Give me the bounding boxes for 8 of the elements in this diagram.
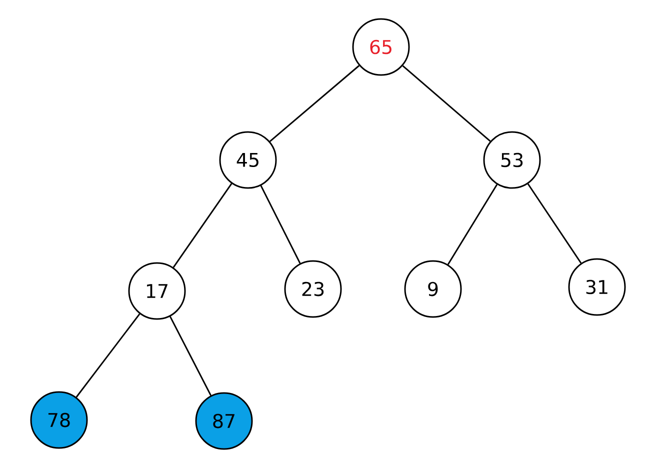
tree-edge: [269, 65, 360, 142]
tree-edge: [447, 184, 498, 265]
tree-edge: [76, 313, 140, 398]
tree-edge: [402, 65, 491, 142]
tree-edge: [260, 185, 301, 264]
tree-edge: [172, 183, 232, 268]
tree-edge: [170, 316, 212, 396]
tree-edge: [527, 183, 582, 264]
